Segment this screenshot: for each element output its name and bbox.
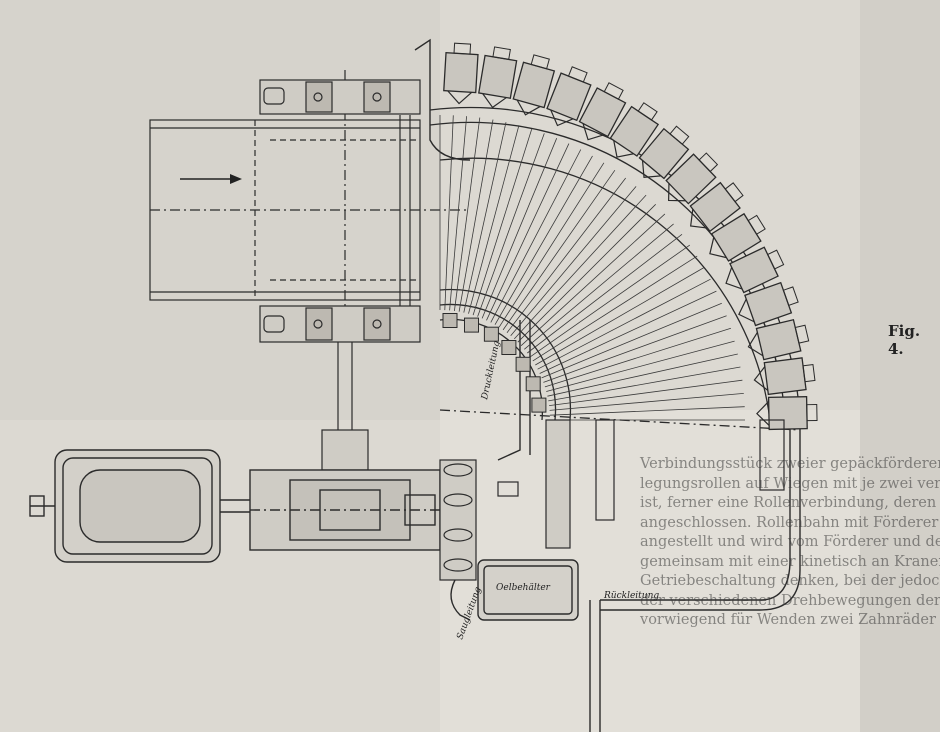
drive-unit <box>609 102 660 158</box>
roller-line <box>468 125 520 314</box>
bleed-line: legungsrollen auf Wiegen mit je zwei ver… <box>640 475 940 492</box>
bleed-line: angestellt und wird vom Förderer und der <box>640 534 940 550</box>
bleed-line: vorwiegend für Wenden zwei Zahnräder not… <box>640 612 940 628</box>
roller-line <box>532 255 698 362</box>
roller-line <box>517 204 656 343</box>
bleed-line: angeschlossen. Rollenbahn mit Förderer <box>640 514 939 531</box>
radial-rollers <box>439 115 745 421</box>
bleed-line: Verbindungsstück zweier gepäckförderer, … <box>640 456 940 472</box>
roller-line <box>546 340 735 392</box>
drive-unit <box>512 54 556 116</box>
roller-line <box>449 116 467 311</box>
drive-shaft <box>321 342 369 471</box>
roller-line <box>502 169 616 331</box>
roller-line <box>510 186 637 336</box>
roller-line <box>477 133 545 317</box>
bleed-line: der verschiedenen Drehbewegungen der ein… <box>640 592 940 609</box>
drive-unit <box>665 152 719 205</box>
gearbox <box>249 469 441 551</box>
bleed-line: Getriebeschaltung denken, bei der jedoch… <box>640 573 940 589</box>
roller-line <box>537 278 711 370</box>
drive-unit <box>756 396 818 431</box>
inner-roller-box <box>501 340 517 355</box>
drive-unit <box>478 46 518 109</box>
drive-unit <box>546 66 592 127</box>
roller-line <box>547 353 738 397</box>
roller-line <box>472 128 533 316</box>
direction-arrow <box>180 174 242 184</box>
roller-line <box>543 315 727 383</box>
roller-line <box>454 117 481 311</box>
roller-line <box>490 149 582 323</box>
roller-line <box>444 115 454 311</box>
roller-line <box>498 162 605 328</box>
arc-drive-units <box>443 42 818 431</box>
inner-roller-box <box>483 326 499 342</box>
roller-line <box>494 155 593 325</box>
inner-roller-guides <box>442 313 547 413</box>
roller-line <box>549 393 744 411</box>
roller-line <box>506 177 627 333</box>
roller-line <box>527 233 683 354</box>
roller-line <box>486 143 570 321</box>
figure-label: Fig. 4. <box>888 322 921 358</box>
drive-unit <box>753 357 816 396</box>
roller-line <box>520 213 666 346</box>
bleed-text-right: Verbindungsstück zweier gepäckförderer, … <box>640 455 940 631</box>
roller-line <box>544 327 732 388</box>
bleed-line: ist, ferner eine Rollenverbindung, deren <box>640 495 937 511</box>
inner-roller-box <box>515 356 531 372</box>
drive-unit <box>738 281 799 327</box>
arc-supports <box>545 419 785 549</box>
pump-assembly <box>439 459 519 581</box>
roller-line <box>549 379 743 406</box>
drive-unit <box>725 246 785 294</box>
inner-roller-box <box>525 376 541 392</box>
inner-roller-box <box>531 397 547 413</box>
drive-unit <box>443 42 479 105</box>
roller-line <box>541 302 722 379</box>
inner-roller-box <box>464 317 479 333</box>
oil-tank <box>477 559 579 621</box>
return-line-label: Rückleitung <box>603 591 659 601</box>
pipelines <box>414 38 801 732</box>
roller-line <box>458 119 494 312</box>
bleed-line: gemeinsam mit einer kinetisch an Kranen … <box>640 553 940 570</box>
roller-line <box>549 406 745 416</box>
roller-line <box>524 223 674 350</box>
drive-unit <box>638 125 690 180</box>
roller-line <box>548 366 741 402</box>
drive-unit <box>709 212 766 262</box>
roller-line <box>529 244 691 358</box>
lower-bearing-block <box>259 305 421 343</box>
roller-line <box>535 267 705 366</box>
drive-unit <box>689 181 744 233</box>
roller-line <box>539 290 717 374</box>
drive-unit <box>578 82 627 141</box>
roller-line <box>463 122 507 313</box>
roller-line <box>514 194 647 340</box>
oil-tank-label: Oelbehälter <box>496 583 551 593</box>
roller-line <box>481 138 558 319</box>
inner-roller-box <box>442 313 458 328</box>
drive-unit <box>747 318 810 361</box>
upper-bearing-block <box>259 79 421 115</box>
